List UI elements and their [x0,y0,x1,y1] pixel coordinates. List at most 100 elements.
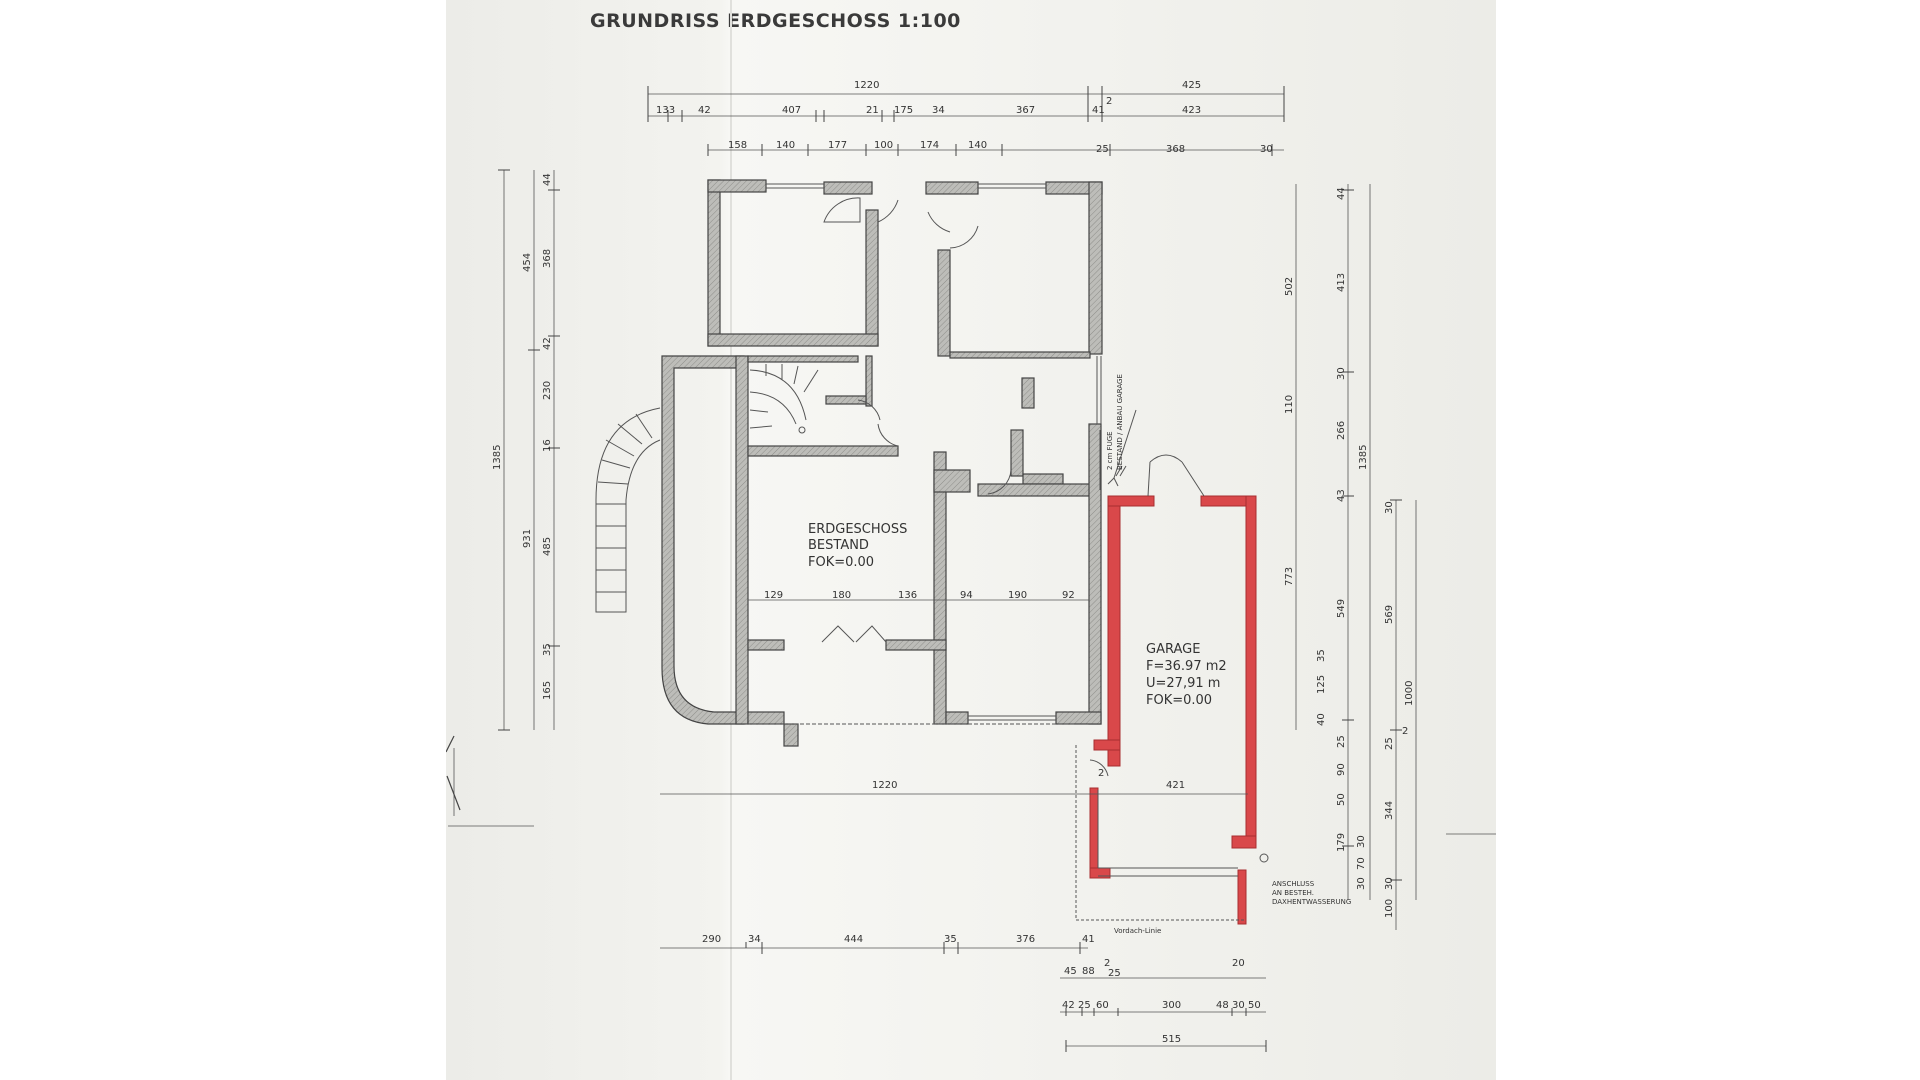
garage-walls [1089,454,1257,925]
garage-outline [746,409,1269,921]
dim-b1-376: 376 [1016,934,1035,945]
dim-mid-2: 2 [1098,768,1104,779]
dim-rg-569: 569 [1384,605,1395,624]
dim-r3-100: 100 [874,140,893,151]
dim-mid-421: 421 [1166,780,1185,791]
dim-left-230: 230 [542,381,553,400]
dim-r3-177: 177 [828,140,847,151]
dim-left-35: 35 [542,643,553,656]
dim-b2-2: 2 [1104,958,1110,969]
dim-rm-35: 35 [1316,649,1327,662]
room-garage-line1: GARAGE [1146,642,1200,657]
dim-b1-41: 41 [1082,934,1095,945]
dim-top-423: 423 [1182,105,1201,116]
dim-rg-30a: 30 [1384,501,1395,514]
dim-right-502: 502 [1284,277,1295,296]
section-marker [446,735,461,811]
dim-left-44: 44 [542,173,553,186]
dim-r3-368: 368 [1166,144,1185,155]
dim-b1-444: 444 [844,934,863,945]
dim-top-133: 133 [656,105,675,116]
dim-r3-25: 25 [1096,144,1109,155]
dim-top-407: 407 [782,105,801,116]
outdoor-stair [595,407,661,613]
dim-rm-30b: 30 [1356,835,1367,848]
dim-r3-140a: 140 [776,140,795,151]
dim-top-21: 21 [866,105,879,116]
dim-left-165: 165 [542,681,553,700]
dim-b3-42: 42 [1062,1000,1075,1011]
dim-b3-48: 48 [1216,1000,1229,1011]
note-fuge-1: 2 cm FUGE [1106,431,1114,470]
dim-r3-140b: 140 [968,140,987,151]
dim-b3-25: 25 [1078,1000,1091,1011]
note-anschluss-1: ANSCHLUSS [1272,880,1315,888]
note-fuge-2: BESTAND / ANBAU GARAGE [1116,374,1124,470]
floor-plan-sheet: GRUNDRISS ERDGESCHOSS 1:100 [446,0,1496,1080]
dimension-ticks [498,86,1402,1052]
dim-b3-60: 60 [1096,1000,1109,1011]
dim-rg-100: 100 [1384,899,1395,918]
dim-r3-158: 158 [728,140,747,151]
plan-title: GRUNDRISS ERDGESCHOSS 1:100 [590,10,961,32]
room-garage-line3: U=27,91 m [1146,676,1220,691]
dim-left-16: 16 [542,439,553,452]
dim-b4-515: 515 [1162,1034,1181,1045]
dim-top-41: 41 [1092,105,1105,116]
dim-b1-290: 290 [702,934,721,945]
dim-b2-20: 20 [1232,958,1245,969]
dim-rm-25: 25 [1336,735,1347,748]
dim-b1-34: 34 [748,934,761,945]
dim-left-485: 485 [542,537,553,556]
dim-rm-90: 90 [1336,763,1347,776]
room-bestand-line2: BESTAND [808,538,869,553]
dim-rg-344: 344 [1384,801,1395,820]
dim-left-42: 42 [542,337,553,350]
dim-rm-30a: 30 [1336,367,1347,380]
dim-int-129: 129 [764,590,783,601]
dim-int-92: 92 [1062,590,1075,601]
dim-rm-549: 549 [1336,599,1347,618]
dim-rg-1000: 1000 [1404,681,1415,706]
dim-r3-174: 174 [920,140,939,151]
dim-int-94: 94 [960,590,973,601]
dim-rm-30c: 30 [1356,877,1367,890]
dim-rm-266: 266 [1336,421,1347,440]
note-vordach: Vordach-Linie [1114,927,1161,935]
dim-b2-45: 45 [1064,966,1077,977]
dim-rm-40a: 40 [1316,713,1327,726]
dim-rm-44: 44 [1336,187,1347,200]
room-bestand-line1: ERDGESCHOSS [808,522,907,537]
dim-rm-179: 179 [1336,833,1347,852]
dim-b3-50: 50 [1248,1000,1261,1011]
dim-rg-25: 25 [1384,737,1395,750]
dim-rm-70: 70 [1356,857,1367,870]
dim-left-454: 454 [522,253,533,272]
dim-top-1220: 1220 [854,80,879,91]
dim-right-773: 773 [1284,567,1295,586]
dim-b3-300: 300 [1162,1000,1181,1011]
dim-mid-1220: 1220 [872,780,897,791]
dim-right-1385: 1385 [1358,445,1369,470]
dim-top-2: 2 [1106,96,1112,107]
dim-b3-30: 30 [1232,1000,1245,1011]
existing-walls [661,179,1103,747]
inner-stair [749,364,819,434]
dim-top-425: 425 [1182,80,1201,91]
dim-top-367: 367 [1016,105,1035,116]
room-garage-line2: F=36.97 m2 [1146,659,1227,674]
window-lines [766,183,1102,721]
dim-r3-30: 30 [1260,144,1273,155]
room-garage-line4: FOK=0.00 [1146,693,1212,708]
dim-top-42: 42 [698,105,711,116]
dim-b2-25: 25 [1108,968,1121,979]
dim-rg-2: 2 [1402,726,1408,737]
dim-rm-413: 413 [1336,273,1347,292]
dim-rm-43: 43 [1336,489,1347,502]
dim-left-368: 368 [542,249,553,268]
dim-int-136: 136 [898,590,917,601]
door-swings [821,197,1127,643]
dim-left-931: 931 [522,529,533,548]
dim-top-34: 34 [932,105,945,116]
dim-int-190: 190 [1008,590,1027,601]
